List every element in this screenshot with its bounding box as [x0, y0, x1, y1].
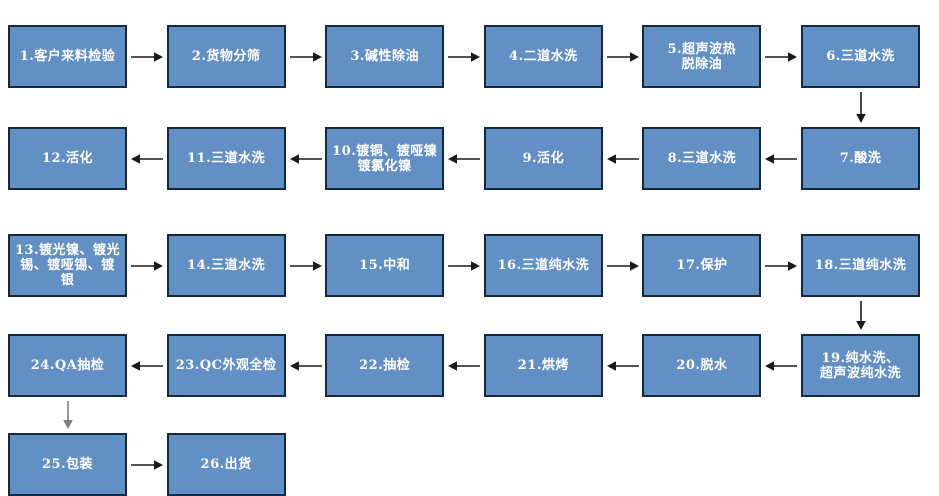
arrow-right-icon [289, 51, 322, 62]
flow-step-2: 2.货物分筛 [166, 25, 286, 88]
arrow-left-icon [131, 360, 163, 371]
arrow-right-icon [448, 51, 481, 62]
flow-step-10: 10.镀铜、镀哑镍镀氯化镍 [325, 127, 445, 190]
flow-step-3: 3.碱性除油 [325, 25, 445, 88]
flow-step-label: 20.脱水 [676, 358, 728, 373]
arrow-right-icon [606, 51, 639, 62]
flow-step-label: 19.纯水洗、 [821, 350, 900, 366]
flow-step-12: 12.活化 [8, 127, 127, 190]
arrow-left-icon [606, 360, 639, 371]
flow-step-18: 18.三道纯水洗 [801, 234, 920, 297]
flow-step-17: 17.保护 [642, 234, 762, 297]
flow-step-label: 7.酸洗 [839, 151, 882, 166]
flow-step-14: 14.三道水洗 [166, 234, 286, 297]
flow-step-1: 1.客户来料检验 [8, 25, 127, 88]
flow-step-label: 银 [60, 273, 75, 288]
flow-step-label: 4.二道水洗 [509, 49, 578, 64]
flow-step-label: 15.中和 [359, 258, 411, 273]
flow-step-label: 17.保护 [676, 258, 728, 273]
flow-step-4: 4.二道水洗 [483, 25, 603, 88]
arrow-down-icon [62, 401, 73, 429]
flow-step-8: 8.三道水洗 [642, 127, 762, 190]
flow-step-label: 16.三道纯水洗 [497, 258, 590, 273]
flow-step-label: 26.出货 [200, 457, 252, 472]
flow-step-label: 18.三道纯水洗 [814, 258, 907, 273]
flow-step-label: 12.活化 [41, 151, 94, 166]
arrow-left-icon [765, 153, 798, 164]
flow-step-label: 超声波纯水洗 [819, 365, 901, 381]
flow-step-label: 21.烘烤 [517, 358, 569, 373]
arrow-left-icon [131, 153, 163, 164]
arrow-left-icon [765, 360, 798, 371]
arrow-right-icon [131, 260, 163, 271]
arrow-down-icon [855, 301, 866, 330]
arrow-left-icon [289, 153, 322, 164]
flow-step-label: 锡、镀哑锡、镀 [20, 258, 115, 273]
flow-step-7: 7.酸洗 [801, 127, 920, 190]
flow-step-label: 2.货物分筛 [191, 49, 261, 64]
arrow-right-icon [131, 51, 163, 62]
flow-step-13: 13.镀光镍、镀光锡、镀哑锡、镀银 [8, 234, 127, 297]
flow-step-label: 23.QC外观全检 [175, 358, 277, 373]
flow-step-label: 25.包装 [41, 457, 94, 472]
arrow-down-icon [855, 92, 866, 123]
arrow-left-icon [448, 360, 481, 371]
flow-step-24: 24.QA抽检 [8, 334, 127, 397]
flow-step-11: 11.三道水洗 [166, 127, 286, 190]
flow-step-label: 1.客户来料检验 [19, 49, 116, 64]
flow-step-23: 23.QC外观全检 [166, 334, 286, 397]
flow-step-16: 16.三道纯水洗 [483, 234, 603, 297]
arrow-left-icon [606, 153, 639, 164]
flow-step-5: 5.超声波热脱除油 [642, 25, 762, 88]
flow-step-20: 20.脱水 [642, 334, 762, 397]
flow-step-label: 10.镀铜、镀哑镍 [332, 143, 438, 159]
flow-step-label: 14.三道水洗 [187, 258, 266, 273]
flow-step-15: 15.中和 [325, 234, 445, 297]
arrow-left-icon [289, 360, 322, 371]
flow-step-9: 9.活化 [483, 127, 603, 190]
flow-step-26: 26.出货 [166, 433, 286, 496]
flow-step-label: 13.镀光镍、镀光 [14, 243, 121, 258]
flow-step-6: 6.三道水洗 [801, 25, 920, 88]
arrow-right-icon [289, 260, 322, 271]
arrow-left-icon [448, 153, 481, 164]
flow-step-22: 22.抽检 [325, 334, 445, 397]
flow-step-label: 8.三道水洗 [667, 151, 737, 166]
arrow-right-icon [131, 459, 163, 470]
flow-step-label: 脱除油 [681, 56, 723, 72]
flow-step-label: 11.三道水洗 [187, 151, 266, 166]
flow-step-label: 5.超声波热 [667, 41, 737, 57]
flow-step-label: 3.碱性除油 [350, 49, 419, 64]
flow-step-19: 19.纯水洗、超声波纯水洗 [801, 334, 920, 397]
arrow-right-icon [765, 260, 798, 271]
arrow-right-icon [765, 51, 798, 62]
flow-step-label: 镀氯化镍 [357, 158, 412, 174]
arrow-right-icon [448, 260, 481, 271]
flow-step-label: 6.三道水洗 [826, 49, 895, 64]
arrow-right-icon [606, 260, 639, 271]
flow-step-21: 21.烘烤 [483, 334, 603, 397]
flow-step-label: 24.QA抽检 [30, 358, 105, 373]
flow-step-label: 9.活化 [522, 151, 565, 166]
flow-step-25: 25.包装 [8, 433, 127, 496]
flow-step-label: 22.抽检 [359, 358, 411, 373]
